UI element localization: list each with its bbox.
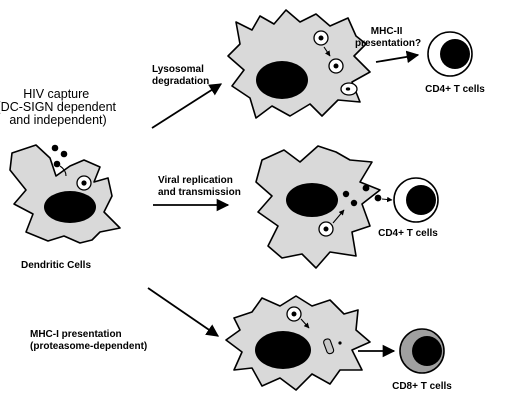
nucleus [255, 331, 311, 369]
arrow-to-cd4-top [375, 50, 420, 64]
dendritic-cell-left [9, 144, 121, 244]
cd4-t-cells-top-label: CD4+ T cells [425, 84, 485, 95]
nucleus [256, 61, 308, 99]
dendritic-cell-bottom [225, 295, 371, 391]
dendritic-cell-top [227, 9, 371, 119]
cd8-t-cell [399, 328, 445, 374]
mhc2-presentation-label: MHC-II presentation? [355, 26, 421, 49]
hiv-virion [51, 144, 59, 152]
dendritic-cells-label: Dendritic Cells [21, 260, 91, 271]
dendritic-cell-middle [255, 145, 393, 269]
nucleus [286, 183, 338, 217]
cd8-t-cells-label: CD8+ T cells [392, 381, 452, 392]
hiv-virion [342, 190, 350, 198]
cd4-t-cells-middle-label: CD4+ T cells [378, 228, 438, 239]
viral-replication-label: Viral replication and transmission [158, 175, 241, 198]
mhc1-presentation-label: MHC-I presentation (proteasome-dependent… [30, 329, 147, 352]
hiv-virion [53, 160, 61, 168]
hiv-capture-label: HIV capture (DC-SIGN dependent and indep… [0, 87, 120, 127]
nucleus [44, 191, 96, 223]
cd4-t-cell-top [427, 31, 473, 77]
hiv-virion [362, 184, 370, 192]
lysosomal-degradation-label: Lysosomal degradation [152, 64, 209, 87]
cd4-t-cell-middle [393, 177, 439, 223]
arrow-to-lysosomal [151, 83, 223, 129]
proteasome [323, 338, 335, 355]
hiv-virion [60, 150, 68, 158]
hiv-virion [374, 194, 382, 202]
hiv-virion [350, 199, 358, 207]
arrow-to-mhc1 [147, 287, 220, 337]
